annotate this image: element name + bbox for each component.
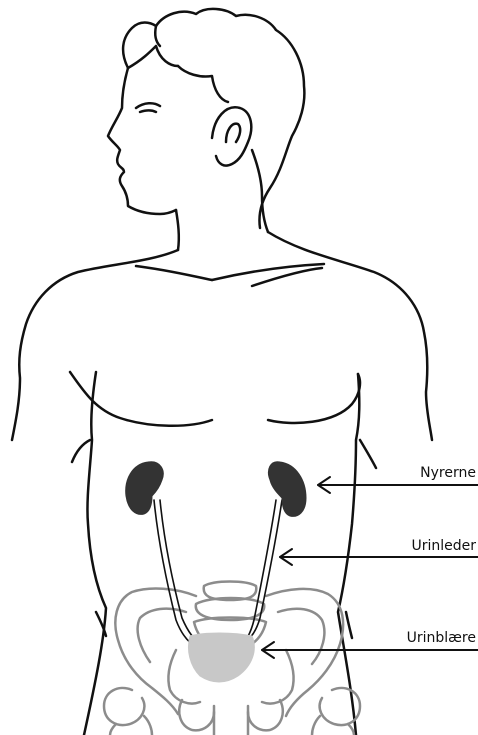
neck-front — [176, 210, 179, 250]
ear-inner — [226, 124, 240, 142]
ureters — [154, 500, 282, 648]
kidney-left — [126, 462, 164, 515]
hair-outline — [123, 9, 304, 228]
femur-right-neck — [312, 716, 354, 735]
ab-line-right — [360, 440, 376, 468]
label-kidneys: Nyrerne — [420, 465, 476, 481]
iliac-left — [115, 589, 196, 714]
hair-strand — [155, 26, 160, 46]
face-profile — [108, 68, 176, 214]
symphysis — [214, 706, 248, 735]
iliac-left-inner — [138, 609, 186, 662]
ear — [212, 107, 251, 165]
kidneys — [126, 462, 306, 517]
ureter-right-inner — [242, 500, 282, 644]
eye — [136, 103, 160, 108]
head — [108, 9, 304, 250]
iliac-right — [266, 589, 343, 716]
hip-right — [346, 612, 352, 638]
left-side — [84, 372, 106, 735]
label-bladder: Urinblære — [407, 630, 476, 646]
obturator-right — [248, 700, 283, 730]
pubis-right — [262, 650, 294, 704]
obturator-left — [179, 700, 214, 730]
collarbone-left — [136, 266, 212, 280]
ab-line-left — [72, 440, 90, 462]
hair-strand — [178, 66, 228, 102]
bladder — [188, 633, 254, 682]
right-side — [338, 374, 359, 735]
femur-left-neck — [110, 716, 152, 735]
chest-right — [268, 374, 360, 423]
hair-strand — [128, 46, 178, 68]
left-shoulder — [12, 250, 178, 440]
ureter-left — [154, 500, 198, 648]
collarbone-right — [212, 264, 324, 280]
label-ureter: Urinleder — [411, 538, 476, 554]
iliac-right-inner — [278, 609, 324, 664]
femur-left — [104, 688, 144, 725]
eye-lid — [140, 111, 156, 113]
right-shoulder — [268, 232, 432, 440]
